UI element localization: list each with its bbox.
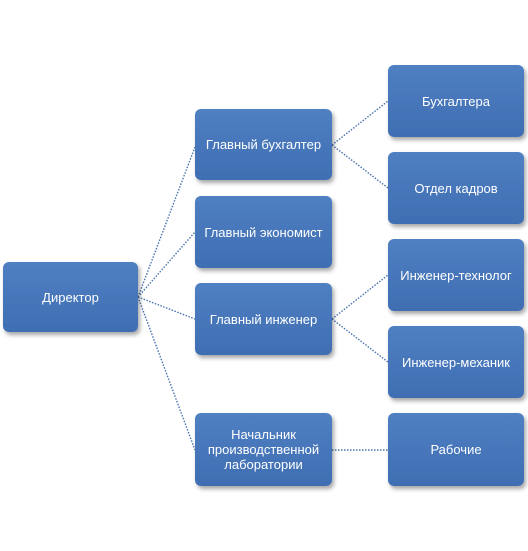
connector-director-lab-head: [137, 296, 196, 451]
connector-director-chief-engineer: [137, 296, 196, 320]
connector-chief-accountant-hr: [331, 144, 389, 189]
connector-director-chief-accountant: [137, 146, 196, 298]
node-mechanical-engineer: Инженер-механик: [388, 326, 524, 398]
node-hr-department: Отдел кадров: [388, 152, 524, 224]
node-process-engineer: Инженер-технолог: [388, 239, 524, 311]
node-chief-engineer: Главный инженер: [195, 283, 332, 355]
connector-chief-engineer-process-engineer: [331, 274, 389, 320]
node-workers: Рабочие: [388, 413, 524, 486]
node-chief-accountant: Главный бухгалтер: [195, 109, 332, 180]
connector-chief-accountant-accounting: [331, 100, 389, 146]
node-accounting: Бухгалтера: [388, 65, 524, 137]
connector-director-chief-economist: [137, 231, 196, 298]
node-director: Директор: [3, 262, 138, 332]
connector-chief-engineer-mechanical-engineer: [331, 318, 389, 363]
node-lab-head: Начальник производственной лаборатории: [195, 413, 332, 486]
node-chief-economist: Главный экономист: [195, 196, 332, 268]
